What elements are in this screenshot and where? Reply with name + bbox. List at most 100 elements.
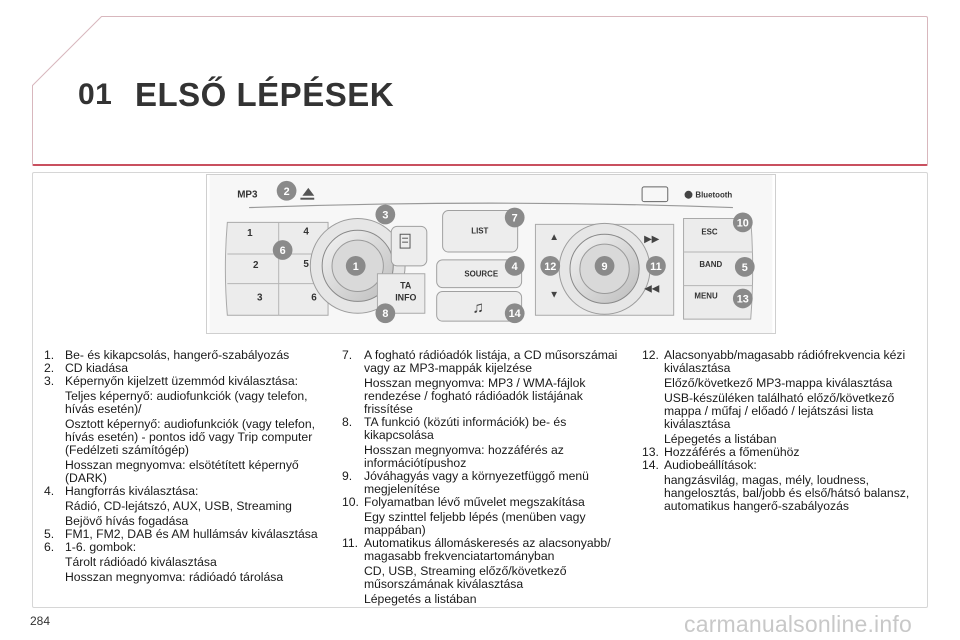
info-label: INFO [395, 292, 416, 302]
instruction-item: 3. Képernyőn kijelzett üzemmód kiválasztá… [44, 375, 334, 485]
list-label: LIST [471, 226, 488, 235]
instruction-text: Audiobeállítások: [664, 458, 757, 472]
svg-text:6: 6 [280, 245, 286, 257]
instruction-subtext: Hosszan megnyomva: elsötétített képernyő… [65, 458, 299, 485]
instructions-column-3: 12. Alacsonyabb/magasabb rádiófrekvencia … [642, 349, 932, 513]
badge-8: 8 [375, 303, 396, 324]
mp3-label: MP3 [237, 190, 258, 201]
instruction-body: Alacsonyabb/magasabb rádiófrekvencia kéz… [664, 349, 932, 446]
ta-label: TA [400, 281, 412, 291]
left-button-cluster: 1 4 2 5 3 6 [224, 221, 329, 316]
radio-panel-figure: MP3 Bluetooth 1 4 2 5 3 6 [206, 174, 776, 334]
instruction-number: 2. [44, 361, 55, 375]
music-note-icon: ♫ [472, 299, 484, 316]
up-arrow-icon: ▲ [549, 232, 559, 243]
audio-settings-button[interactable]: ♫ [436, 291, 523, 322]
instruction-text: Be- és kikapcsolás, hangerő-szabályozás [65, 348, 290, 362]
preset-3-label: 3 [257, 292, 263, 303]
instruction-item: 11.Automatikus állomáskeresés az alacson… [342, 537, 627, 606]
instruction-text: 1-6. gombok: [65, 540, 137, 554]
instruction-number: 4. [44, 484, 55, 498]
source-button[interactable]: SOURCE [436, 259, 523, 289]
chapter-number: 01 [78, 78, 113, 111]
badge-12: 12 [540, 255, 561, 276]
instruction-text: Hozzáférés a főmenühöz [664, 445, 800, 459]
eject-icon [302, 187, 315, 196]
instruction-number: 3. [44, 374, 55, 388]
instruction-item: 10. Folyamatban lévő művelet megszakítása… [342, 496, 627, 537]
bluetooth-icon [684, 190, 693, 199]
instruction-number: 13. [642, 445, 659, 459]
instruction-text: Alacsonyabb/magasabb rádiófrekvencia kéz… [664, 348, 906, 375]
instruction-body: Jóváhagyás vagy a környezetfüggő menü me… [364, 470, 627, 496]
instruction-text: Automatikus állomáskeresés az alacsonyab… [364, 536, 611, 563]
badge-13: 13 [732, 288, 753, 309]
instruction-number: 7. [342, 348, 353, 362]
preset-5-label: 5 [303, 259, 309, 270]
instruction-subtext: Előző/következő MP3-mappa kiválasztása [664, 376, 893, 390]
instruction-number: 12. [642, 348, 659, 362]
preset-4-label: 4 [303, 226, 309, 237]
content-panel [32, 172, 928, 608]
instruction-number: 6. [44, 540, 55, 554]
callout-badges: 1 2 3 4 5 6 7 8 9 10 11 12 13 14 [272, 180, 755, 324]
instruction-body: 1-6. gombok:Tárolt rádióadó kiválasztása… [65, 541, 334, 584]
svg-text:8: 8 [382, 308, 388, 320]
svg-text:2: 2 [284, 186, 290, 198]
badge-7: 7 [504, 207, 525, 228]
instruction-body: Képernyőn kijelzett üzemmód kiválasztása… [65, 375, 334, 485]
instruction-number: 5. [44, 527, 55, 541]
source-label: SOURCE [464, 270, 498, 279]
svg-text:4: 4 [512, 261, 518, 273]
instruction-subtext: CD, USB, Streaming előző/következő műsor… [364, 564, 567, 591]
instruction-item: 13. Hozzáférés a főmenühöz [642, 446, 932, 459]
instruction-subtext: Tárolt rádióadó kiválasztása [65, 555, 217, 569]
card-slot-icon [641, 186, 669, 203]
svg-text:3: 3 [382, 209, 388, 221]
list-button[interactable]: LIST [442, 210, 519, 253]
instruction-subtext: Hosszan megnyomva: MP3 / WMA-fájlok rend… [364, 376, 586, 416]
badge-1: 1 [345, 255, 366, 276]
preset-1-label: 1 [247, 228, 253, 239]
instruction-text: Hangforrás kiválasztása: [65, 484, 199, 498]
badge-4: 4 [504, 255, 525, 276]
svg-text:12: 12 [544, 261, 556, 273]
instruction-body: Audiobeállítások:hangzásvilág, magas, mé… [664, 459, 932, 513]
svg-text:1: 1 [353, 261, 359, 273]
badge-3: 3 [375, 204, 396, 225]
instruction-body: Hozzáférés a főmenühöz [664, 446, 932, 459]
rewind-icon: ◀◀ [644, 284, 660, 295]
instruction-subtext: Lépegetés a listában [664, 432, 777, 446]
instruction-subtext: USB-készüléken található előző/következő… [664, 391, 895, 431]
instruction-item: 6. 1-6. gombok:Tárolt rádióadó kiválasztá… [44, 541, 334, 584]
badge-5: 5 [734, 256, 755, 277]
instruction-item: 14.Audiobeállítások:hangzásvilág, magas,… [642, 459, 932, 513]
instruction-item: 2. CD kiadása [44, 362, 334, 375]
ta-info-button[interactable]: TA INFO [376, 273, 426, 314]
instruction-item: 8.TA funkció (közúti információk) be- és… [342, 416, 627, 470]
instruction-body: CD kiadása [65, 362, 334, 375]
badge-14: 14 [504, 303, 525, 324]
instruction-number: 8. [342, 415, 353, 429]
instructions-column-1: 1.Be- és kikapcsolás, hangerő-szabályozá… [44, 349, 334, 584]
display-button[interactable] [390, 225, 428, 267]
svg-text:14: 14 [509, 308, 521, 320]
badge-2: 2 [276, 180, 297, 201]
fast-forward-icon: ▶▶ [644, 234, 660, 245]
badge-10: 10 [732, 212, 753, 233]
svg-text:10: 10 [737, 217, 749, 229]
down-arrow-icon: ▼ [549, 289, 559, 300]
radio-panel-illustration: MP3 Bluetooth 1 4 2 5 3 6 [209, 175, 773, 333]
instruction-subtext: hangzásvilág, magas, mély, loudness, han… [664, 473, 910, 513]
instruction-number: 10. [342, 495, 359, 509]
band-label: BAND [699, 260, 722, 269]
instruction-text: Képernyőn kijelzett üzemmód kiválasztása… [65, 374, 299, 388]
badge-11: 11 [646, 255, 666, 276]
instruction-subtext: Rádió, CD-lejátszó, AUX, USB, Streaming [65, 499, 292, 513]
instruction-item: 12. Alacsonyabb/magasabb rádiófrekvencia … [642, 349, 932, 446]
svg-text:11: 11 [650, 261, 661, 273]
instruction-item: 9.Jóváhagyás vagy a környezetfüggő menü … [342, 470, 627, 496]
svg-text:9: 9 [602, 261, 608, 273]
badge-9: 9 [594, 255, 615, 276]
